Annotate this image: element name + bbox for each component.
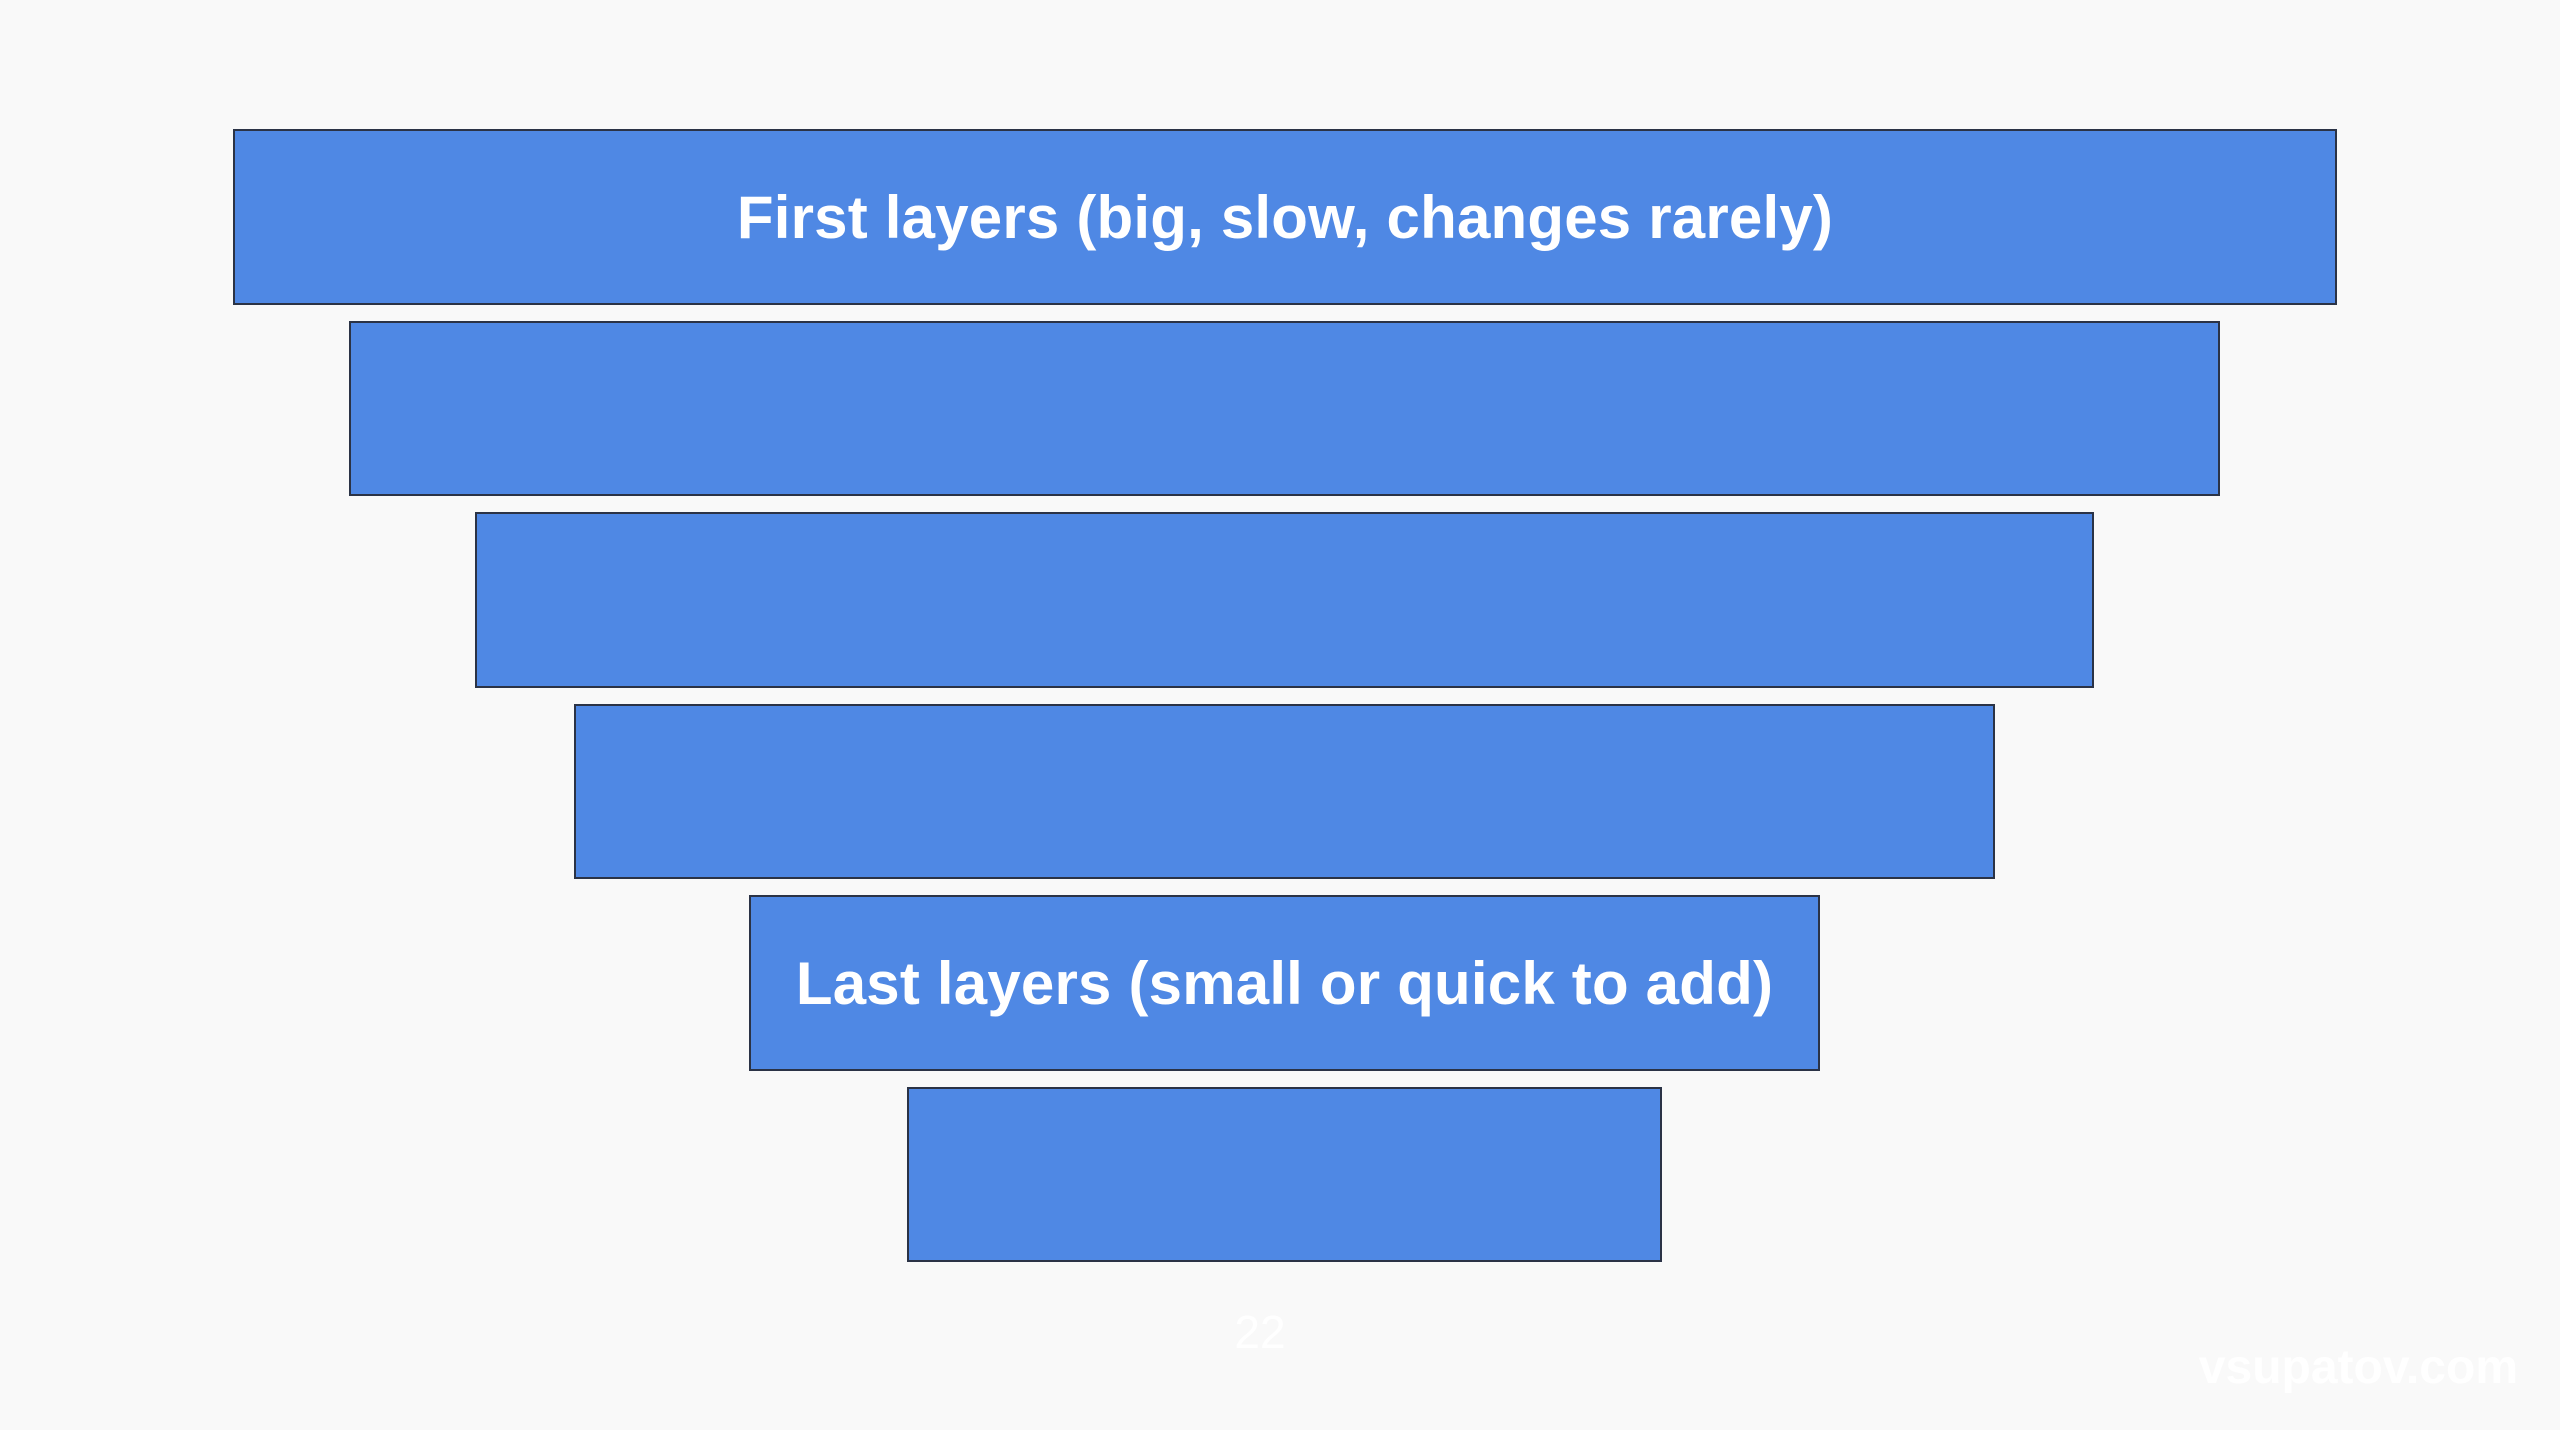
watermark: vsupatov.com xyxy=(2198,1341,2518,1394)
funnel-layer-4 xyxy=(574,704,1995,879)
funnel-layer-2 xyxy=(349,321,2220,496)
funnel-layer-5-label: Last layers (small or quick to add) xyxy=(795,949,1774,1017)
funnel-layer-3 xyxy=(475,512,2094,688)
page-number: 22 xyxy=(1234,1306,1286,1358)
funnel-layer-1: First layers (big, slow, changes rarely) xyxy=(233,129,2337,305)
funnel-layer-1-label: First layers (big, slow, changes rarely) xyxy=(736,183,1834,251)
funnel-layer-5: Last layers (small or quick to add) xyxy=(749,895,1820,1071)
funnel-layer-6 xyxy=(907,1087,1662,1262)
